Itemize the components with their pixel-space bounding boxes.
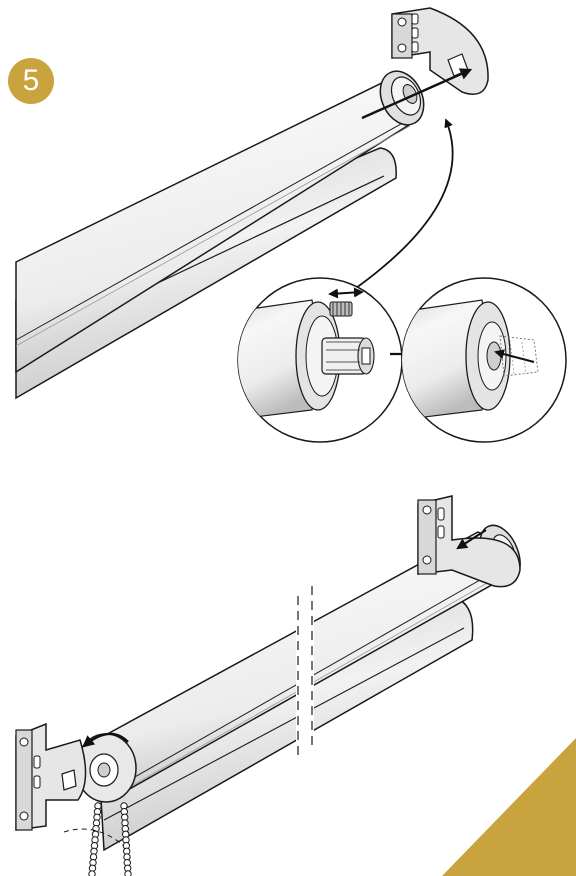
bottom-assembly xyxy=(15,495,521,876)
clutch-housing-icon xyxy=(75,733,137,803)
end-plug-icon xyxy=(379,70,425,126)
clutch-icon xyxy=(321,337,375,375)
mounting-bracket-left-icon xyxy=(15,722,87,831)
rotate-arrow xyxy=(82,732,129,748)
detail-lens-before xyxy=(237,277,403,443)
callout-arrow xyxy=(355,118,454,289)
bead-chain-icon xyxy=(88,802,132,876)
tube-highlight-line xyxy=(15,119,409,341)
corner-accent-triangle xyxy=(442,738,576,876)
insert-arrow xyxy=(361,68,473,120)
chain-bead xyxy=(88,870,96,876)
tube-break-marks xyxy=(296,580,314,770)
push-in-arrow xyxy=(494,349,535,363)
seat-arrow-right xyxy=(456,529,487,550)
chain-bead xyxy=(124,870,132,876)
top-assembly xyxy=(15,7,489,400)
spring-icon xyxy=(329,301,353,317)
spring-double-arrow xyxy=(328,287,364,299)
step-number-badge: 5 xyxy=(8,58,54,104)
chain-motion-arc xyxy=(63,828,125,847)
fabric-roll-top xyxy=(15,147,397,400)
detail-lens-after xyxy=(401,277,567,443)
